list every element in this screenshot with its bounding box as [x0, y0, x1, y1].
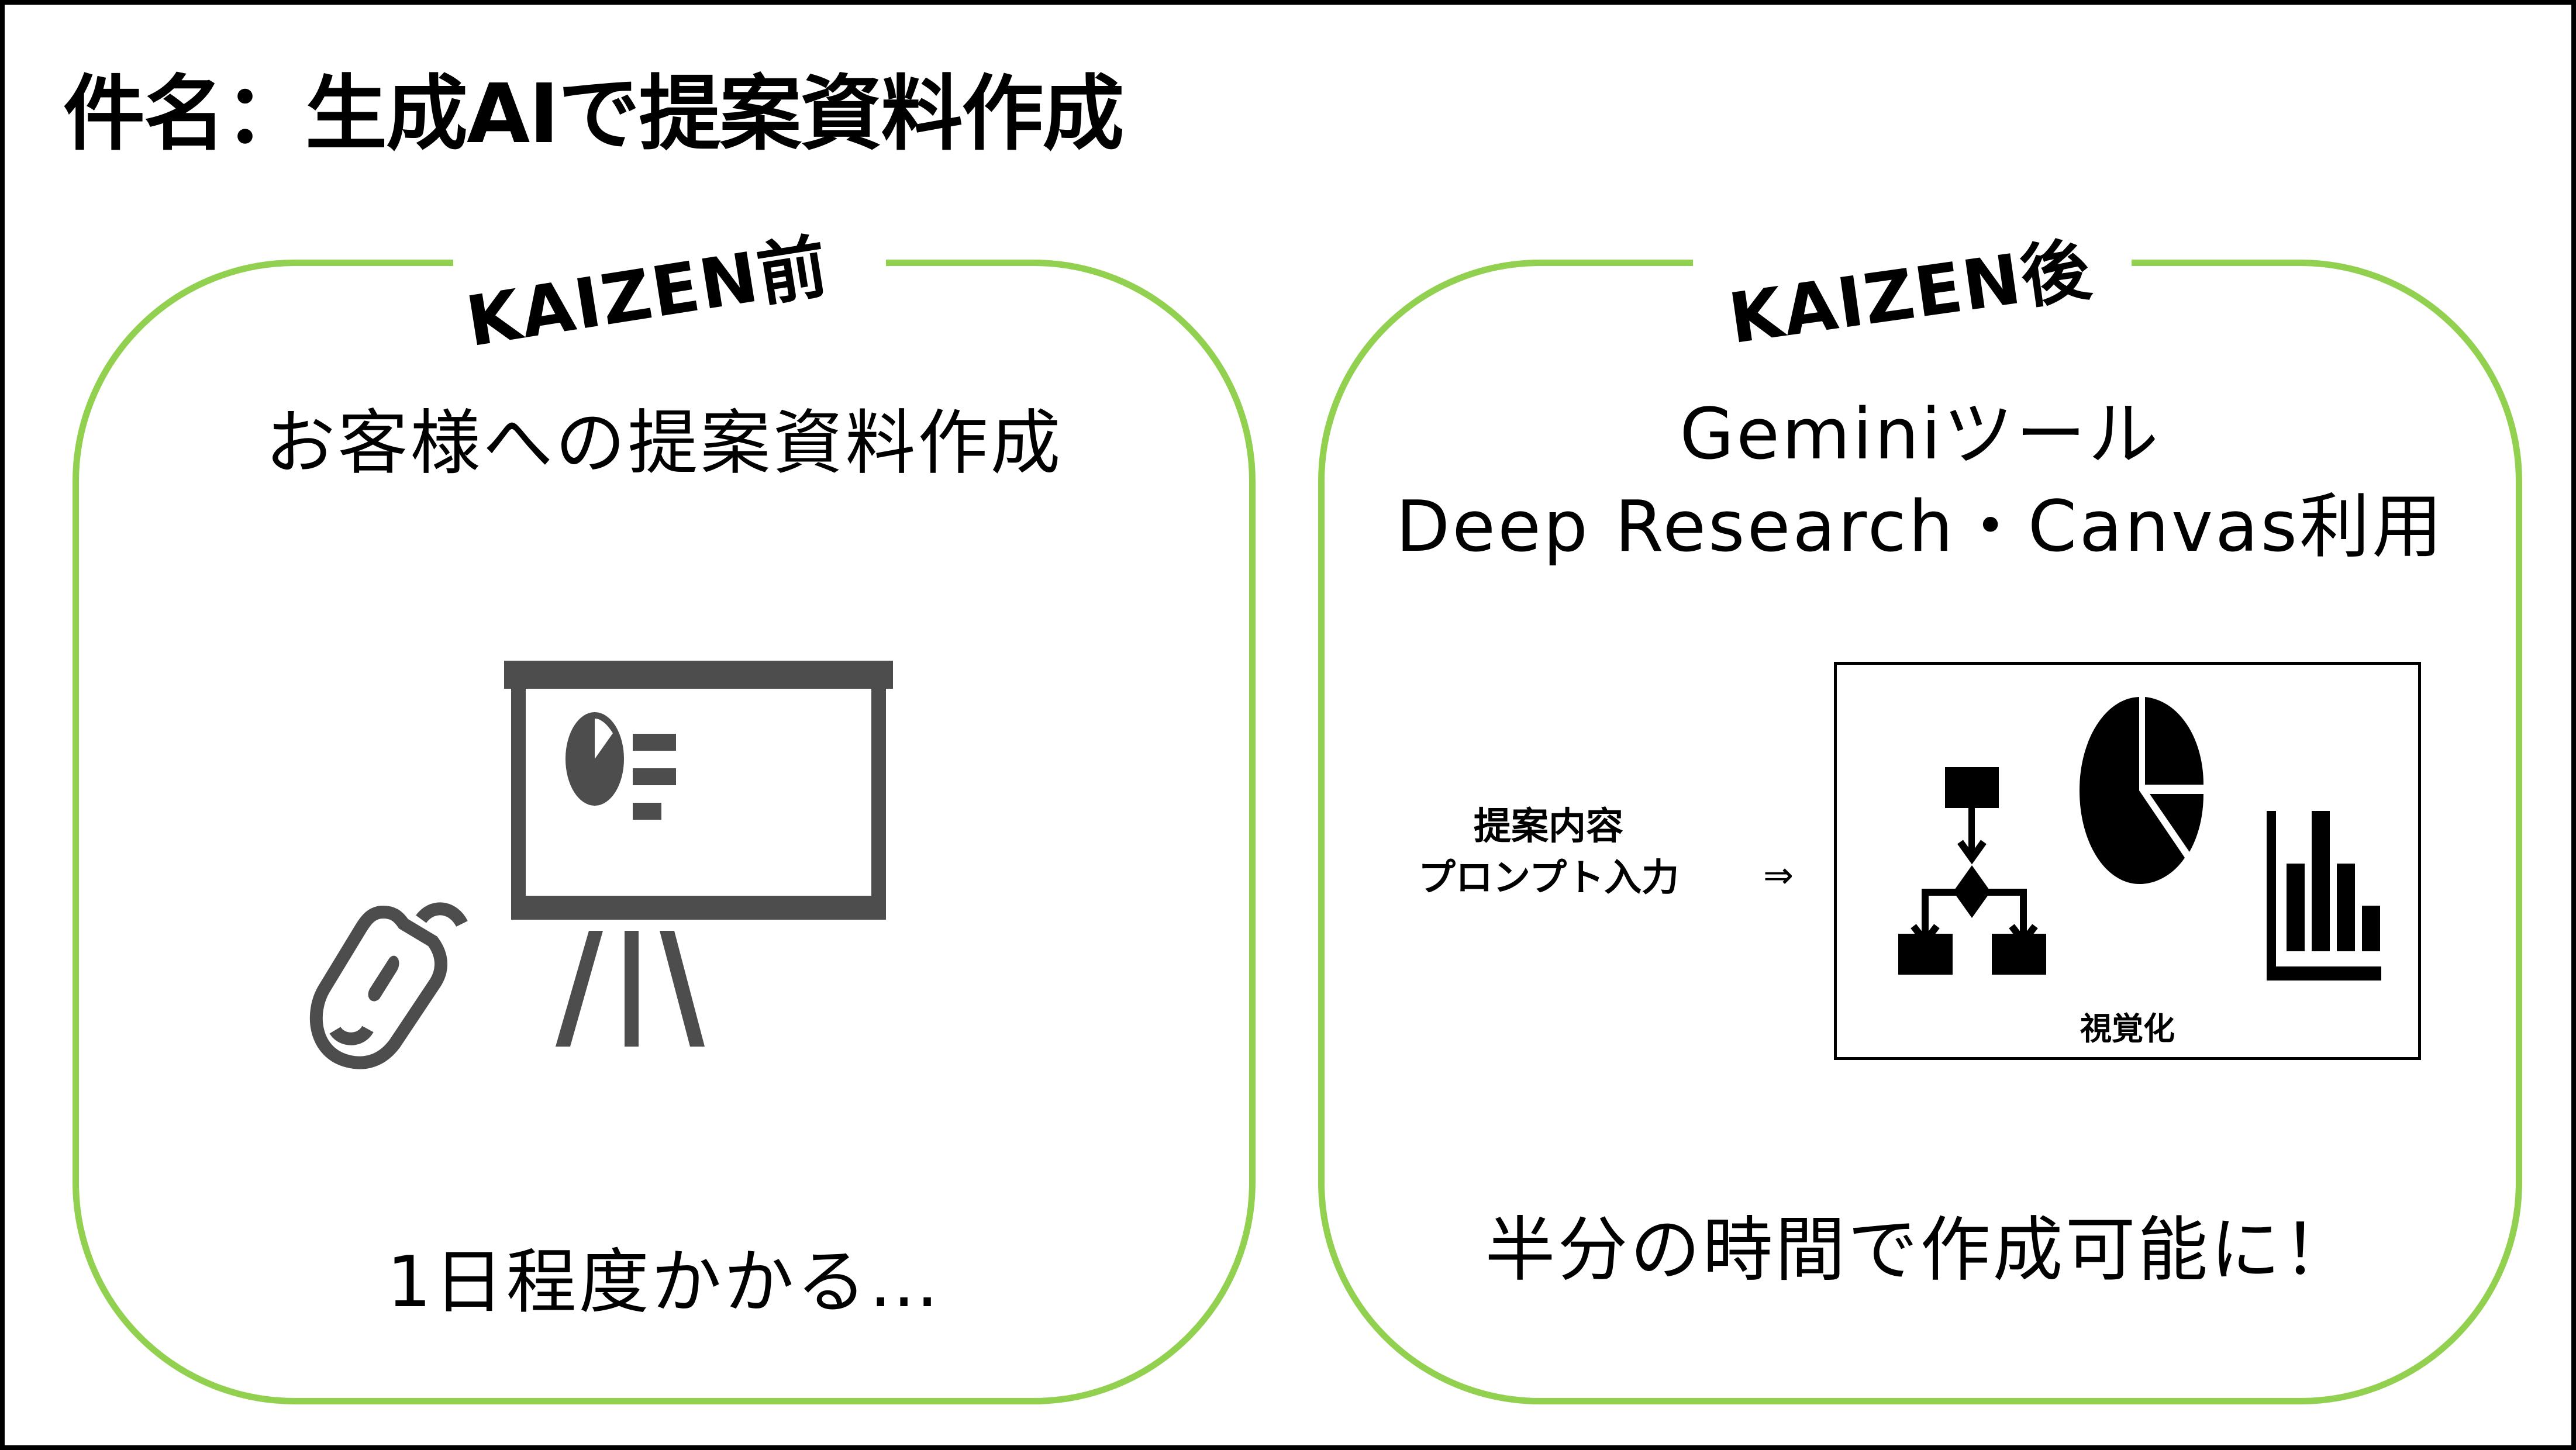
after-heading: Geminiツール Deep Research・Canvas利用	[1325, 389, 2516, 574]
label-gap	[1693, 243, 2132, 289]
bar-chart-icon	[2267, 811, 2381, 981]
before-result: 1日程度かかる…	[387, 1242, 942, 1323]
pie-chart-icon	[2080, 697, 2203, 884]
label-gap	[453, 243, 886, 289]
prompt-input-line1: 提案内容	[1474, 805, 1624, 848]
after-heading-line2: Deep Research・Canvas利用	[1395, 486, 2445, 568]
right-double-arrow-icon: ⇒	[1763, 854, 1794, 896]
presentation-easel-icon	[504, 661, 893, 1047]
before-panel: お客様への提案資料作成 1日程度かかる…	[73, 243, 1256, 1404]
before-heading: お客様への提案資料作成	[265, 403, 1063, 484]
mouse-icon	[309, 902, 468, 1069]
after-heading-line1: Geminiツール	[1680, 394, 2161, 475]
prompt-input-line2: プロンプト入力	[1418, 857, 1680, 900]
after-label: KAIZEN後	[1724, 225, 2096, 359]
before-label: KAIZEN前	[461, 225, 834, 362]
after-panel: Geminiツール Deep Research・Canvas利用 提案内容 プロ…	[1318, 243, 2522, 1404]
after-result: 半分の時間で作成可能に！	[1485, 1210, 2356, 1291]
prompt-input-label: 提案内容 プロンプト入力	[1418, 801, 1679, 904]
slide-title: 件名：生成AIで提案資料作成	[63, 67, 1124, 162]
visualization-label: 視覚化	[2080, 1010, 2175, 1047]
flowchart-icon	[1898, 767, 2046, 975]
visualization-box: 視覚化	[1834, 662, 2421, 1060]
